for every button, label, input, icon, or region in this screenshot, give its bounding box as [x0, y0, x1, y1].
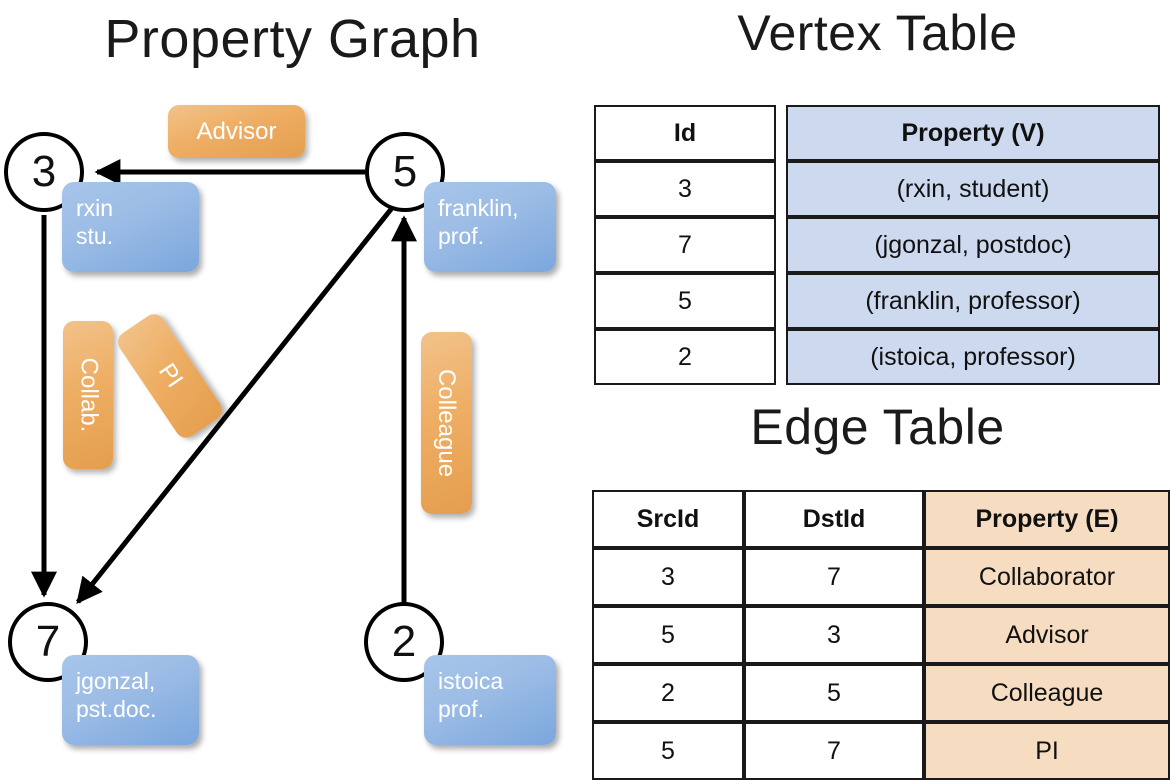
vertex-cell-property: (franklin, professor)	[786, 273, 1160, 329]
vertex-property-box-franklin[interactable]: franklin, prof.	[424, 182, 556, 272]
edge-cell-dstid: 5	[744, 664, 924, 722]
vertex-property-box-rxin[interactable]: rxin stu.	[62, 182, 199, 272]
table-row[interactable]: 3 (rxin, student)	[594, 161, 1160, 217]
edge-cell-property: Collaborator	[924, 548, 1170, 606]
column-spacer	[776, 105, 786, 161]
edge-cell-dstid: 7	[744, 722, 924, 780]
edge-cell-dstid: 3	[744, 606, 924, 664]
vertex-property-line-2: prof.	[438, 696, 485, 723]
edge-property-box-colleague[interactable]: Colleague	[421, 332, 472, 514]
edge-property-label-colleague: Colleague	[433, 368, 461, 478]
graph-edges-svg	[31, 159, 417, 605]
graph-node-5[interactable]: 5	[365, 132, 445, 212]
column-spacer	[776, 273, 786, 329]
edge-property-box-advisor[interactable]: Advisor	[168, 105, 305, 158]
edge-cell-dstid: 7	[744, 548, 924, 606]
graph-node-3[interactable]: 3	[4, 132, 84, 212]
vertex-property-line-1: franklin,	[438, 195, 519, 221]
edge-cell-srcid: 5	[592, 606, 744, 664]
table-header-row: Id Property (V)	[594, 105, 1160, 161]
page-title-vertex-table: Vertex Table	[737, 5, 1018, 61]
edge-property-label-pi: PI	[152, 358, 188, 393]
vertex-property-line-1: rxin	[76, 195, 114, 221]
vertex-property-line-2: pst.doc.	[76, 696, 157, 723]
page-title-edge-table: Edge Table	[750, 399, 1005, 455]
page-title-property-graph: Property Graph	[104, 9, 481, 69]
edge-cell-property: Advisor	[924, 606, 1170, 664]
edge-5-to-7	[76, 206, 394, 605]
edge-property-label-collab: Collab.	[75, 357, 102, 433]
property-graph-diagram: 3 5 7 2 rxin stu. franklin, prof. jgonza…	[0, 90, 585, 760]
column-spacer	[776, 217, 786, 273]
vertex-property-box-istoica[interactable]: istoica prof.	[424, 655, 556, 745]
edge-cell-property: Colleague	[924, 664, 1170, 722]
vertex-header-property: Property (V)	[786, 105, 1160, 161]
vertex-property-box-jgonzal[interactable]: jgonzal, pst.doc.	[62, 655, 199, 745]
vertex-cell-id: 3	[594, 161, 776, 217]
vertex-cell-id: 5	[594, 273, 776, 329]
edge-cell-srcid: 3	[592, 548, 744, 606]
vertex-property-line-2: prof.	[438, 223, 485, 250]
table-row[interactable]: 2 5 Colleague	[592, 664, 1170, 722]
table-row[interactable]: 7 (jgonzal, postdoc)	[594, 217, 1160, 273]
table-row[interactable]: 5 (franklin, professor)	[594, 273, 1160, 329]
table-row[interactable]: 5 7 PI	[592, 722, 1170, 780]
vertex-cell-property: (rxin, student)	[786, 161, 1160, 217]
edge-cell-property: PI	[924, 722, 1170, 780]
column-spacer	[776, 329, 786, 385]
vertex-table: Id Property (V) 3 (rxin, student) 7 (jgo…	[594, 105, 1160, 385]
edge-table: SrcId DstId Property (E) 3 7 Collaborato…	[592, 490, 1170, 780]
vertex-property-line-1: jgonzal,	[76, 668, 156, 694]
edge-cell-srcid: 2	[592, 664, 744, 722]
vertex-property-line-1: istoica	[438, 668, 504, 694]
edge-header-property: Property (E)	[924, 490, 1170, 548]
table-header-row: SrcId DstId Property (E)	[592, 490, 1170, 548]
column-spacer	[776, 161, 786, 217]
edge-property-box-collab[interactable]: Collab.	[63, 321, 113, 469]
table-row[interactable]: 5 3 Advisor	[592, 606, 1170, 664]
vertex-cell-property: (istoica, professor)	[786, 329, 1160, 385]
edge-property-label-advisor: Advisor	[196, 117, 277, 145]
edge-cell-srcid: 5	[592, 722, 744, 780]
table-row[interactable]: 3 7 Collaborator	[592, 548, 1170, 606]
table-row[interactable]: 2 (istoica, professor)	[594, 329, 1160, 385]
edge-header-srcid: SrcId	[592, 490, 744, 548]
vertex-cell-id: 7	[594, 217, 776, 273]
vertex-cell-id: 2	[594, 329, 776, 385]
vertex-property-line-2: stu.	[76, 223, 114, 250]
vertex-header-id: Id	[594, 105, 776, 161]
vertex-cell-property: (jgonzal, postdoc)	[786, 217, 1160, 273]
edge-header-dstid: DstId	[744, 490, 924, 548]
